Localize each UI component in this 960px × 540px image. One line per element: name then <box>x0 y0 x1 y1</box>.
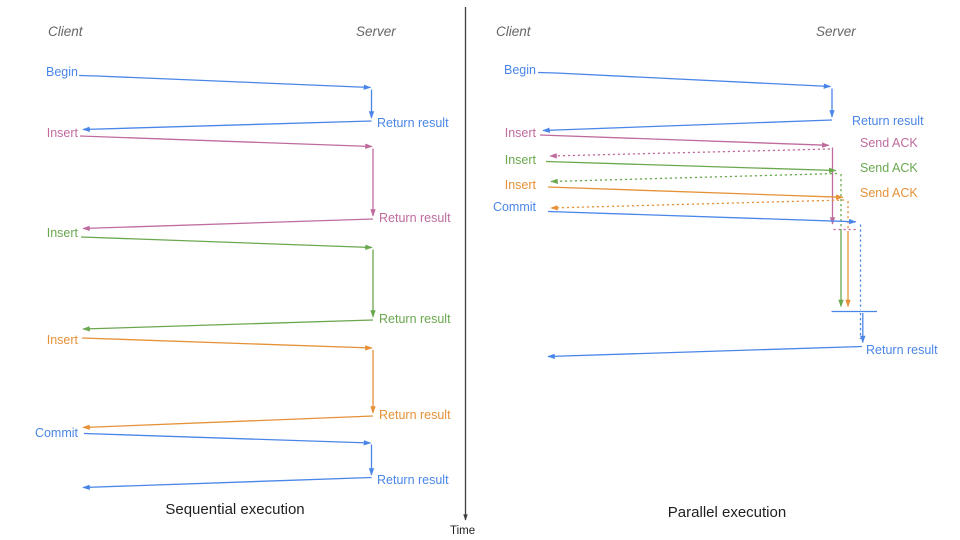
left-insert3-flow <box>81 337 376 430</box>
left-begin-label: Begin <box>46 65 78 79</box>
response-arrow <box>82 218 374 231</box>
right-insert2-flow <box>545 160 844 308</box>
right-insert1-label: Insert <box>504 126 536 140</box>
right-commit-flow <box>547 210 877 359</box>
response-arrow <box>82 476 372 490</box>
request-arrow <box>547 210 857 225</box>
right-server-header: Server <box>816 24 856 39</box>
response-arrow <box>82 415 374 430</box>
request-arrow <box>79 135 373 149</box>
right-panel-title: Parallel execution <box>667 504 787 521</box>
right-insert2-ack-label: Send ACK <box>860 161 918 175</box>
right-begin-label: Begin <box>504 63 536 77</box>
request-arrow <box>545 160 837 173</box>
left-client-header: Client <box>48 24 83 39</box>
response-arrow <box>82 319 374 332</box>
right-insert3-flow <box>547 186 851 308</box>
left-commit-response-label: Return result <box>377 473 449 487</box>
left-begin-response-label: Return result <box>377 116 449 130</box>
right-begin-response-label: Return result <box>852 114 924 128</box>
response-arrow <box>82 120 372 132</box>
right-insert1-ack-label: Send ACK <box>860 136 918 150</box>
right-insert2-label: Insert <box>504 153 536 167</box>
ack-arrow <box>549 148 831 159</box>
left-panel-title: Sequential execution <box>165 501 305 518</box>
request-arrow <box>547 186 844 200</box>
right-commit-label: Commit <box>492 200 536 214</box>
left-begin-flow <box>78 74 375 132</box>
left-insert1-response-label: Return result <box>379 211 451 225</box>
request-arrow <box>537 71 832 89</box>
request-arrow <box>539 134 830 148</box>
ack-arrow <box>550 172 838 185</box>
request-arrow <box>83 432 372 446</box>
right-commit-response-label: Return result <box>866 343 938 357</box>
left-insert1-label: Insert <box>46 126 78 140</box>
right-client-header: Client <box>496 24 531 39</box>
request-arrow <box>81 337 373 351</box>
ack-arrow <box>550 199 845 211</box>
left-insert2-label: Insert <box>46 226 78 240</box>
right-insert3-label: Insert <box>504 178 536 192</box>
request-arrow <box>78 74 372 90</box>
left-insert3-response-label: Return result <box>379 408 451 422</box>
left-server-header: Server <box>356 24 396 39</box>
left-insert2-response-label: Return result <box>379 312 451 326</box>
request-arrow <box>80 236 373 250</box>
left-insert2-flow <box>80 236 376 332</box>
left-insert3-label: Insert <box>46 333 78 347</box>
right-begin-flow <box>537 71 835 133</box>
response-arrow <box>542 119 833 133</box>
right-insert3-ack-label: Send ACK <box>860 186 918 200</box>
right-insert1-flow <box>539 134 858 231</box>
left-insert1-flow <box>79 135 376 231</box>
response-arrow <box>547 345 863 359</box>
time-axis-label: Time <box>450 525 476 537</box>
left-commit-label: Commit <box>34 426 78 440</box>
left-commit-flow <box>82 432 375 490</box>
